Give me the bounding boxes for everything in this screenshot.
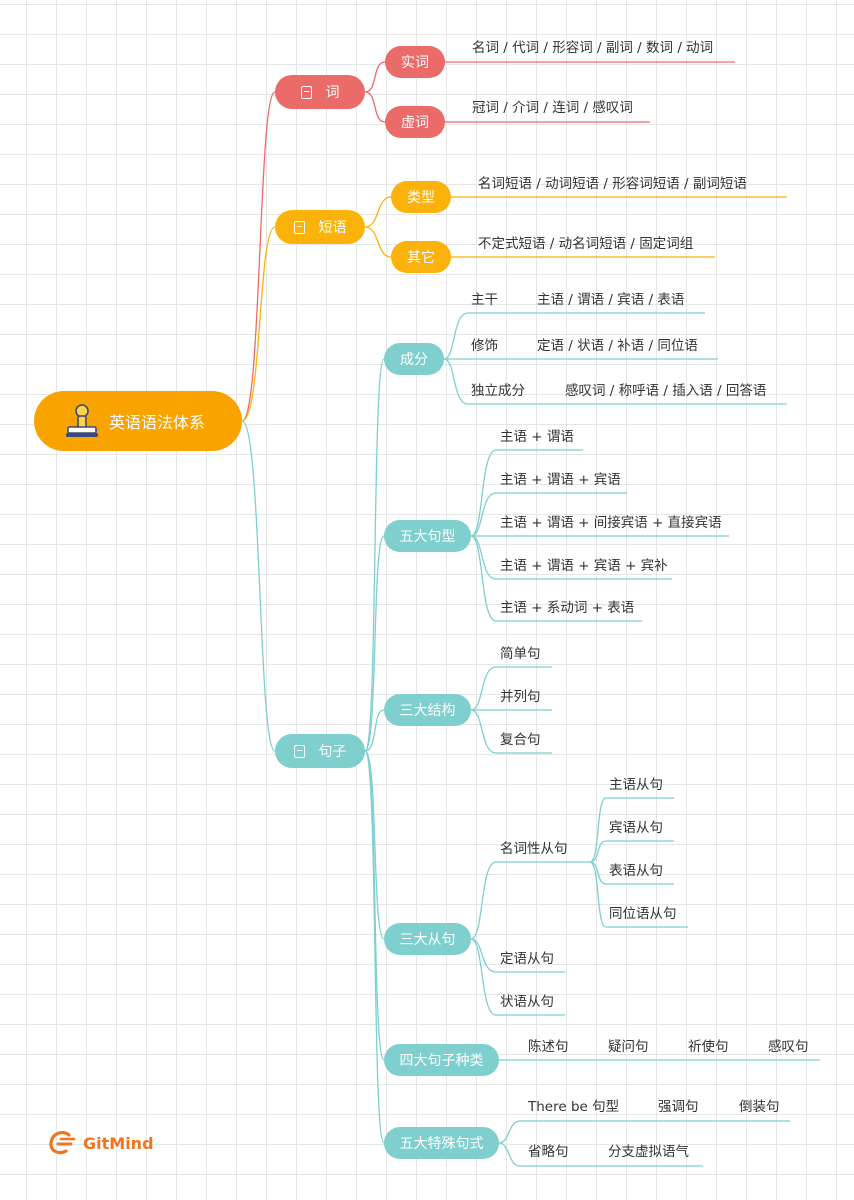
node-jiegou[interactable]: 三大结构 <box>384 694 471 726</box>
node-qita[interactable]: 其它 <box>391 241 451 273</box>
jiegou-item[interactable]: 复合句 <box>500 732 541 748</box>
node-chengfen-label: 成分 <box>400 352 428 368</box>
node-chengfen[interactable]: 成分 <box>384 343 444 375</box>
node-congju-label: 三大从句 <box>399 932 456 948</box>
juxing-item[interactable]: 主语 + 系动词 + 表语 <box>500 600 635 616</box>
node-shici-label: 实词 <box>401 55 429 71</box>
juxing-item[interactable]: 主语 + 谓语 <box>500 429 574 445</box>
node-jiegou-label: 三大结构 <box>399 703 456 719</box>
document-icon <box>293 220 305 234</box>
node-qita-label: 其它 <box>407 250 435 266</box>
shici-items[interactable]: 名词 / 代词 / 形容词 / 副词 / 数词 / 动词 <box>472 40 714 56</box>
node-leixing-label: 类型 <box>407 190 435 206</box>
branch-ci[interactable]: 词 <box>275 75 365 109</box>
teshu-item[interactable]: 倒装句 <box>739 1099 780 1115</box>
mingci-item[interactable]: 表语从句 <box>609 863 663 879</box>
branch-juzi-label: 句子 <box>318 744 347 760</box>
jiegou-item[interactable]: 并列句 <box>500 689 541 705</box>
node-xuci[interactable]: 虚词 <box>385 106 445 138</box>
branch-juzi[interactable]: 句子 <box>275 734 365 768</box>
juxing-item[interactable]: 主语 + 谓语 + 宾语 <box>500 472 621 488</box>
node-juxing-label: 五大句型 <box>399 529 456 545</box>
juxing-item[interactable]: 主语 + 谓语 + 间接宾语 + 直接宾语 <box>500 515 722 531</box>
root-node[interactable]: 英语语法体系 <box>34 391 242 451</box>
node-shici[interactable]: 实词 <box>385 46 445 78</box>
branch-duanyu[interactable]: 短语 <box>275 210 365 244</box>
mingci-label[interactable]: 名词性从句 <box>500 841 568 857</box>
branch-duanyu-label: 短语 <box>318 220 347 236</box>
node-teshu-label: 五大特殊句式 <box>399 1136 484 1152</box>
gitmind-logo: GitMind <box>47 1131 154 1155</box>
node-teshu[interactable]: 五大特殊句式 <box>384 1127 499 1159</box>
leixing-items[interactable]: 名词短语 / 动词短语 / 形容词短语 / 副词短语 <box>478 176 747 192</box>
zhugan-label[interactable]: 主干 <box>471 292 498 308</box>
zhonglei-item[interactable]: 祈使句 <box>688 1039 729 1055</box>
zhonglei-item[interactable]: 感叹句 <box>768 1039 809 1055</box>
node-juxing[interactable]: 五大句型 <box>384 520 471 552</box>
zhonglei-item[interactable]: 陈述句 <box>528 1039 569 1055</box>
node-zhonglei[interactable]: 四大句子种类 <box>384 1044 499 1076</box>
zhugan-items[interactable]: 主语 / 谓语 / 宾语 / 表语 <box>537 292 685 308</box>
zhonglei-item[interactable]: 疑问句 <box>608 1039 649 1055</box>
jiegou-item[interactable]: 简单句 <box>500 646 541 662</box>
node-congju[interactable]: 三大从句 <box>384 923 471 955</box>
dingyu-label[interactable]: 定语从句 <box>500 951 554 967</box>
qita-items[interactable]: 不定式短语 / 动名词短语 / 固定词组 <box>478 236 694 252</box>
duli-items[interactable]: 感叹词 / 称呼语 / 插入语 / 回答语 <box>565 383 767 399</box>
duli-label[interactable]: 独立成分 <box>471 383 525 399</box>
teshu-item[interactable]: 省略句 <box>528 1144 569 1160</box>
teshu-item[interactable]: There be 句型 <box>528 1099 620 1115</box>
gitmind-logo-icon <box>49 1131 76 1155</box>
juxing-item[interactable]: 主语 + 谓语 + 宾语 + 宾补 <box>500 558 668 574</box>
node-zhonglei-label: 四大句子种类 <box>399 1053 484 1069</box>
zhuangyu-label[interactable]: 状语从句 <box>500 994 554 1010</box>
node-leixing[interactable]: 类型 <box>391 181 451 213</box>
xuci-items[interactable]: 冠词 / 介词 / 连词 / 感叹词 <box>472 100 633 116</box>
teshu-item[interactable]: 强调句 <box>658 1099 699 1115</box>
branch-ci-label: 词 <box>325 85 340 101</box>
node-xuci-label: 虚词 <box>401 115 429 131</box>
mingci-item[interactable]: 同位语从句 <box>609 906 677 922</box>
mingci-item[interactable]: 主语从句 <box>609 777 663 793</box>
mingci-item[interactable]: 宾语从句 <box>609 820 663 836</box>
brand-name: GitMind <box>83 1133 154 1153</box>
document-icon <box>293 744 305 758</box>
xiushi-label[interactable]: 修饰 <box>471 338 498 354</box>
stamp-icon <box>66 404 98 437</box>
document-icon <box>300 85 312 99</box>
teshu-item[interactable]: 分支虚拟语气 <box>608 1144 689 1160</box>
xiushi-items[interactable]: 定语 / 状语 / 补语 / 同位语 <box>537 338 698 354</box>
root-label: 英语语法体系 <box>108 413 205 432</box>
